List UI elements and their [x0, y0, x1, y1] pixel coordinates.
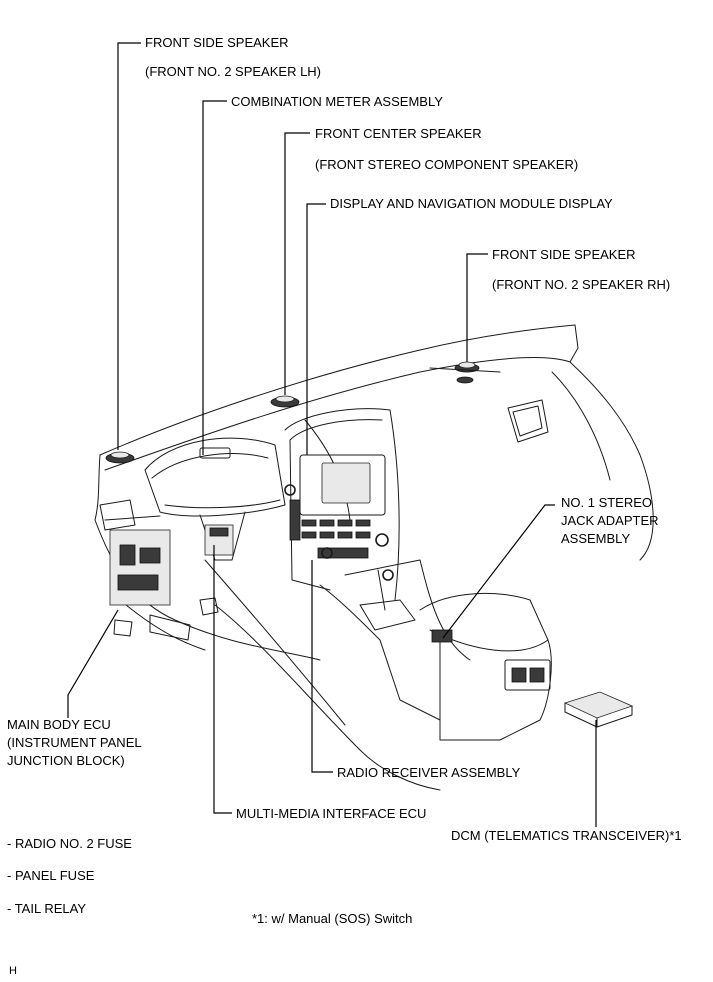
display-navigation-label: DISPLAY AND NAVIGATION MODULE DISPLAY: [330, 196, 613, 211]
main-body-ecu-label: MAIN BODY ECU (INSTRUMENT PANEL JUNCTION…: [7, 716, 142, 770]
front-side-speaker-lh-label: FRONT SIDE SPEAKER: [145, 35, 289, 50]
sub-item-radio-fuse: - RADIO NO. 2 FUSE: [7, 836, 132, 851]
front-side-speaker-rh-label: FRONT SIDE SPEAKER: [492, 247, 636, 262]
sub-item-panel-fuse: - PANEL FUSE: [7, 868, 95, 883]
main-body-ecu-line-2: (INSTRUMENT PANEL: [7, 735, 142, 750]
stereo-jack-adapter-label: NO. 1 STEREO JACK ADAPTER ASSEMBLY: [561, 494, 659, 548]
front-center-speaker-sublabel: (FRONT STEREO COMPONENT SPEAKER): [315, 157, 579, 172]
sub-item-tail-relay: - TAIL RELAY: [7, 901, 86, 916]
dashboard-outline: [94, 324, 654, 791]
stereo-jack-line-2: JACK ADAPTER: [561, 513, 659, 528]
leader-lines: [67, 42, 597, 827]
dcm-label: DCM (TELEMATICS TRANSCEIVER)*1: [451, 828, 682, 843]
main-body-ecu-line-3: JUNCTION BLOCK): [7, 753, 125, 768]
combination-meter-label: COMBINATION METER ASSEMBLY: [231, 94, 443, 109]
front-side-speaker-rh-sublabel: (FRONT NO. 2 SPEAKER RH): [492, 277, 671, 292]
stereo-jack-line-1: NO. 1 STEREO: [561, 495, 653, 510]
footnote: *1: w/ Manual (SOS) Switch: [252, 911, 413, 926]
multimedia-interface-ecu-label: MULTI-MEDIA INTERFACE ECU: [236, 806, 427, 821]
front-side-speaker-lh-sublabel: (FRONT NO. 2 SPEAKER LH): [145, 64, 322, 79]
main-body-ecu-line-1: MAIN BODY ECU: [7, 717, 111, 732]
stereo-jack-line-3: ASSEMBLY: [561, 531, 631, 546]
front-center-speaker-label: FRONT CENTER SPEAKER: [315, 126, 482, 141]
radio-receiver-label: RADIO RECEIVER ASSEMBLY: [337, 765, 521, 780]
corner-mark: H: [9, 965, 17, 977]
